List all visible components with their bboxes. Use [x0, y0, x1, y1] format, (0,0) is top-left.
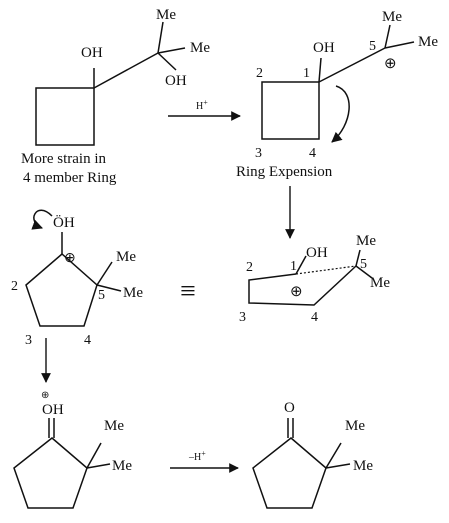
oh-label: OH	[306, 245, 328, 261]
bond-c5-me-top	[384, 24, 391, 49]
oh-label: OH	[81, 45, 103, 61]
bond-c1-cme2	[93, 52, 159, 89]
num-3: 3	[25, 333, 32, 348]
arrow-acid: H+	[168, 98, 241, 121]
bond-c1-oh	[318, 57, 322, 83]
ring-expanded-cation: OH 1 2 3 4 5 ⊕ Me Me	[239, 233, 390, 325]
bond-c1-oh	[295, 255, 307, 275]
me-right-label: Me	[112, 458, 132, 474]
me-right-label: Me	[370, 275, 390, 291]
bond-c-me-right	[325, 463, 351, 469]
bond-c5-me-right	[384, 41, 415, 49]
me-top-label: Me	[382, 9, 402, 25]
reagent-h: H+	[196, 98, 208, 112]
bond-c-me-top	[157, 21, 164, 54]
equivalence-sign: ≡	[180, 276, 196, 307]
num-5: 5	[369, 39, 376, 54]
migration-arrow	[331, 85, 350, 143]
me-right-label: Me	[353, 458, 373, 474]
me-right-label: Me	[123, 285, 143, 301]
protonated-ketone: ⊕ OH Me Me	[13, 390, 132, 509]
cation-symbol: ⊕	[41, 390, 49, 401]
bond-c-oh	[157, 52, 177, 71]
five-ring	[25, 253, 98, 327]
num-2: 2	[246, 260, 253, 275]
bond-c-me-top	[86, 442, 102, 469]
num-1: 1	[290, 259, 297, 274]
me-top-label: Me	[356, 233, 376, 249]
cyclobutane-ring	[261, 81, 320, 140]
bond-c-me-right	[157, 47, 186, 54]
cyclobutane-ring	[35, 87, 95, 146]
cyclobutanol-diol: OH Me Me OH More strain in 4 member Ring	[21, 7, 210, 186]
bond-c-me-top	[325, 442, 342, 469]
num-2: 2	[256, 66, 263, 81]
cation-symbol: ⊕	[64, 251, 76, 266]
num-4: 4	[309, 146, 316, 161]
bond-c5-me-top	[355, 249, 361, 267]
bond-c5-me-right	[355, 265, 373, 279]
me-top-label: Me	[104, 418, 124, 434]
cation-symbol: ⊕	[290, 284, 303, 300]
bond-c1-c5	[318, 47, 386, 83]
me-top-label: Me	[116, 249, 136, 265]
caption-line2: 4 member Ring	[23, 170, 117, 186]
o-label: O	[284, 400, 295, 416]
caption: Ring Expension	[236, 164, 333, 180]
bond-c5-me-top	[96, 261, 113, 286]
oh2-label: OH	[165, 73, 187, 89]
product-ketone: O Me Me	[252, 400, 373, 509]
me-right-label: Me	[190, 40, 210, 56]
oh-label: OH	[313, 40, 335, 56]
num-4: 4	[311, 310, 318, 325]
reagent-minus-h: –H+	[188, 449, 206, 463]
oh-label: OH	[42, 402, 64, 418]
num-2: 2	[11, 279, 18, 294]
num-4: 4	[84, 333, 91, 348]
me-top-label: Me	[345, 418, 365, 434]
five-ring-perspective	[248, 265, 357, 306]
partial-bond	[295, 265, 357, 275]
cation-symbol: ⊕	[384, 56, 397, 72]
caption-line1: More strain in	[21, 151, 106, 167]
num-5: 5	[98, 288, 105, 303]
bond-c-me-right	[86, 463, 111, 469]
me-right-label: Me	[418, 34, 438, 50]
arrow-deprotonation: –H+	[170, 449, 239, 473]
five-ring	[13, 437, 88, 509]
num-3: 3	[255, 146, 262, 161]
num-3: 3	[239, 310, 246, 325]
oh-label: ÖH	[53, 214, 75, 231]
lone-pair-arrow	[31, 209, 53, 230]
num-1: 1	[303, 66, 310, 81]
five-ring	[252, 437, 327, 509]
cyclopentyl-cation: ÖH ⊕ 5 2 3 4 Me Me	[11, 209, 143, 348]
bond-c5-me-right	[96, 284, 122, 292]
num-5: 5	[360, 257, 367, 272]
me-top-label: Me	[156, 7, 176, 23]
carbocation-intermediate: 2 1 3 4 OH 5 Me Me ⊕ Ring Expension	[236, 9, 438, 180]
